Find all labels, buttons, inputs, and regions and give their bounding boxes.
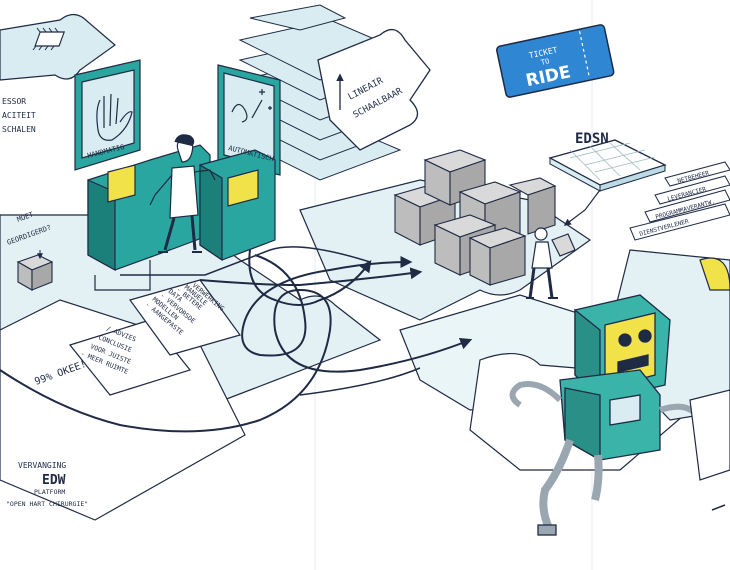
right-figure bbox=[689, 257, 730, 511]
schaalbaar-puzzle bbox=[317, 28, 431, 151]
robot bbox=[509, 294, 703, 536]
processor-label-1: ESSOR bbox=[2, 97, 26, 106]
hand-icon bbox=[96, 93, 133, 141]
edsn-platform bbox=[548, 139, 667, 192]
automatisch-station bbox=[199, 64, 281, 262]
ticket: TICKET TO RIDE bbox=[495, 24, 615, 98]
boxes bbox=[393, 149, 557, 286]
ticket-line-2: TO bbox=[540, 57, 550, 67]
processor-label-2: ACITEIT bbox=[2, 111, 36, 120]
note-right: - AANGEPASTE MODELLEN - VERVORSDE DATA -… bbox=[129, 279, 241, 356]
platform-label: PLATFORM bbox=[34, 488, 65, 496]
open-hart-label: "OPEN HART CHIRURGIE" bbox=[6, 500, 88, 508]
edw-label: EDW bbox=[42, 473, 66, 488]
delivery-person bbox=[526, 227, 576, 299]
edsn-label: EDSN bbox=[575, 131, 609, 147]
small-box bbox=[16, 254, 54, 291]
handmatig-station bbox=[74, 59, 211, 272]
stakeholder-boards bbox=[629, 161, 730, 241]
chip-puzzle bbox=[0, 13, 116, 81]
processor-label-3: SCHALEN bbox=[2, 125, 36, 134]
person bbox=[149, 134, 216, 253]
vervanging-label: VERVANGING bbox=[18, 461, 66, 470]
flow-arrows bbox=[0, 246, 473, 433]
microchip-icon bbox=[32, 27, 66, 51]
magic-wand-icon bbox=[231, 89, 272, 123]
